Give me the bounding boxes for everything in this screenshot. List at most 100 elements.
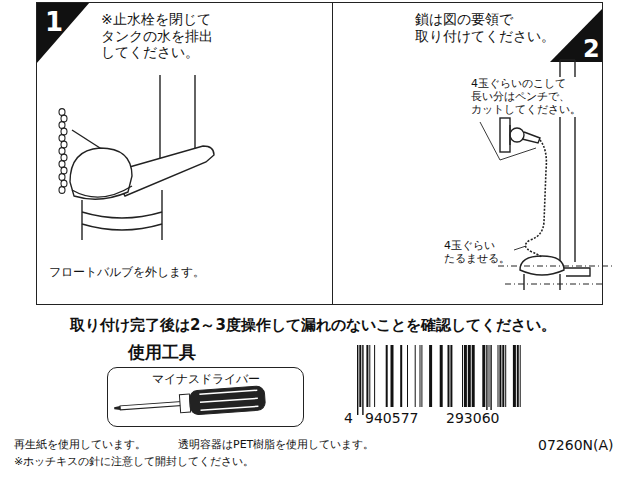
float-valve-figure <box>72 186 132 197</box>
tool-box: 使用工具マイナスドライバー <box>107 367 304 427</box>
footnote: 透明容器はPET樹脂を使用しています。 <box>178 438 374 451</box>
barcode-bar <box>472 345 475 407</box>
barcode-bar <box>415 345 416 407</box>
float-valve-figure <box>194 75 195 150</box>
screwdriver <box>199 390 257 394</box>
barcode-bar <box>359 345 361 407</box>
chain-link <box>61 180 67 187</box>
chain-link <box>59 135 65 142</box>
barcode-bar <box>400 345 402 407</box>
tank-parts-figure <box>560 59 575 60</box>
barcode-bar <box>374 345 375 407</box>
chain <box>525 140 546 258</box>
barcode-digit: 940577 <box>364 410 419 427</box>
product-code: 07260N(A) <box>538 437 614 454</box>
screwdriver <box>201 406 259 410</box>
instruction-text: ※止水栓を閉じて タンクの水を排出 してください。 <box>101 11 224 61</box>
barcode-bar <box>448 345 450 407</box>
instruction-text: 鎖は図の要領で 取り付けてください。 <box>415 11 563 44</box>
barcode-bar <box>499 345 501 407</box>
step-number: 1 <box>45 7 63 38</box>
barcode-bar <box>420 345 421 407</box>
chain-link <box>61 154 67 161</box>
leader-line <box>480 122 536 160</box>
barcode-bar <box>505 345 506 407</box>
leader-line <box>480 122 536 250</box>
float-valve-figure <box>82 212 162 218</box>
screwdriver <box>114 406 120 410</box>
float-valve-figure <box>72 130 100 148</box>
barcode-bar <box>450 345 452 407</box>
float-valve-figure <box>82 224 162 230</box>
barcode-bar <box>502 345 504 407</box>
barcode-bar <box>489 345 490 407</box>
barcode-digit: 293060 <box>445 410 500 427</box>
float-valve-figure <box>70 148 132 199</box>
chain-link <box>59 187 65 194</box>
barcode-bar <box>517 345 519 407</box>
tank-parts-figure <box>505 284 602 285</box>
tank-parts-figure <box>523 274 524 290</box>
tank-parts-figure <box>498 266 612 267</box>
barcode-bar <box>357 345 358 415</box>
screwdriver <box>113 386 265 420</box>
chain-link <box>61 167 67 174</box>
barcode-bar <box>468 345 471 407</box>
screwdriver <box>120 402 182 410</box>
chain-link <box>59 122 65 129</box>
barcode-bar <box>429 345 432 407</box>
barcode-bar <box>369 345 370 407</box>
leader-line <box>514 246 526 250</box>
chain-link <box>61 141 67 148</box>
chain-link <box>61 128 67 135</box>
float-valve-figure <box>159 75 160 160</box>
tank-parts-figure <box>564 268 590 276</box>
footnote: ※ホッチキスの針に注意して開封してください。 <box>14 455 254 468</box>
barcode-bar <box>421 345 422 407</box>
chain-link <box>59 174 65 181</box>
chain-link <box>59 109 65 116</box>
barcode-bar <box>391 345 394 407</box>
tank-parts-figure <box>510 128 524 142</box>
tank-parts-figure <box>500 118 510 152</box>
barcode-bar <box>366 345 368 407</box>
step-badge <box>36 2 90 64</box>
screwdriver <box>189 386 265 415</box>
float-valve-figure <box>81 200 82 240</box>
step-panel: 1 ※止水栓を閉じて タンクの水を排出 してください。フロートバルブを外します。 <box>36 2 333 305</box>
screwdriver <box>179 394 190 413</box>
barcode-bar <box>407 345 408 407</box>
callout-text: 4玉ぐらい たるませる。 <box>443 239 507 265</box>
barcode-bar <box>386 345 388 407</box>
step-panel: 2 鎖は図の要領で 取り付けてください。 4玉ぐらいのこして 長い分はペンチで、 カ… <box>332 2 603 305</box>
barcode-bar <box>520 345 521 407</box>
barcode-bar <box>486 345 487 415</box>
barcode-bar <box>464 345 467 407</box>
chain-link <box>61 115 67 122</box>
float-valve-figure <box>161 190 162 240</box>
barcode-bar <box>440 345 443 407</box>
barcode-digit: 4 <box>343 410 354 427</box>
screwdriver <box>200 398 258 402</box>
chain-link <box>59 148 65 155</box>
barcode-bar <box>490 345 491 415</box>
step-number: 2 <box>583 35 600 64</box>
tank-parts-figure <box>522 132 540 143</box>
tool-name: マイナスドライバー <box>108 372 303 386</box>
tank-parts-figure <box>559 274 560 290</box>
barcode-bar <box>362 345 363 415</box>
callout-text: 4玉ぐらいのこして 長い分はペンチで、 カットしてください。 <box>470 77 589 117</box>
barcode-bar <box>498 345 499 407</box>
tank-parts-figure <box>509 125 510 145</box>
tool-heading: 使用工具 <box>128 342 196 362</box>
barcode-bar <box>513 345 516 407</box>
barcode <box>357 345 521 415</box>
barcode-bar <box>482 345 485 407</box>
float-valve-figure <box>70 75 214 240</box>
chain-link <box>59 161 65 168</box>
note-text: 取り付け完了後は2～3度操作して漏れのないことを確認してください。 <box>70 316 556 334</box>
chain <box>59 109 67 194</box>
step-caption: フロートバルブを外します。 <box>49 265 205 279</box>
